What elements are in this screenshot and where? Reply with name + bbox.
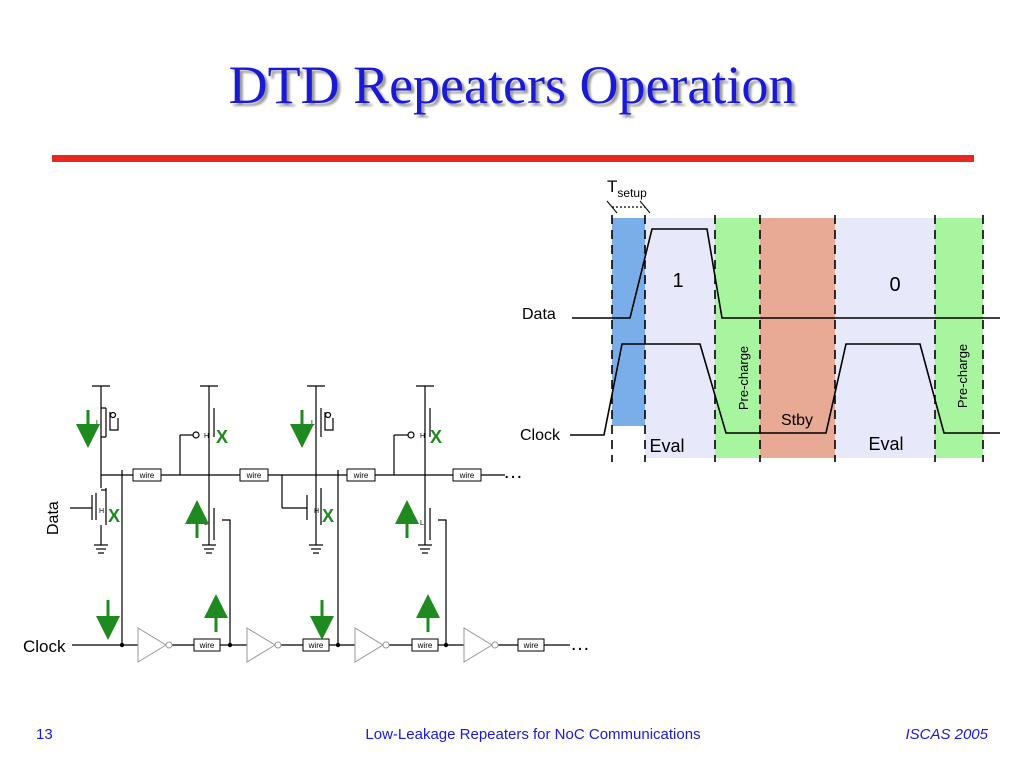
stby-label: Stby bbox=[781, 412, 813, 429]
value-zero-label: 0 bbox=[889, 274, 900, 296]
title-underline bbox=[52, 155, 974, 162]
value-one-label: 1 bbox=[672, 270, 683, 292]
footer-title: Low-Leakage Repeaters for NoC Communicat… bbox=[365, 726, 701, 743]
circuit-clock-label: Clock bbox=[23, 637, 66, 656]
transition-arrows bbox=[76, 410, 440, 640]
data-waveform bbox=[572, 228, 1000, 319]
stage-2 bbox=[179, 385, 231, 645]
data-wire-2: wire bbox=[246, 471, 262, 480]
stage-4-pmos-size: H bbox=[420, 433, 425, 440]
precharge-band-1 bbox=[715, 218, 760, 458]
clock-wire-boxes bbox=[193, 638, 545, 652]
clock-wire-3: wire bbox=[417, 641, 433, 650]
clock-wire-2: wire bbox=[308, 641, 324, 650]
x-mark-3: X bbox=[108, 506, 120, 526]
data-wire-3: wire bbox=[353, 471, 369, 480]
clock-waveform bbox=[570, 343, 1000, 436]
eval-label-1: Eval bbox=[649, 436, 684, 456]
precharge-label-1: Pre-charge bbox=[736, 346, 751, 410]
data-wire-1: wire bbox=[139, 471, 155, 480]
stage-3 bbox=[281, 385, 339, 645]
stage-1-pmos-size: L bbox=[96, 420, 100, 427]
stage-1 bbox=[70, 385, 123, 645]
clock-inverters bbox=[137, 627, 499, 663]
stage-1-nmos-size: H bbox=[99, 508, 104, 515]
eval-label-2: Eval bbox=[868, 434, 903, 454]
precharge-band-2 bbox=[935, 218, 983, 458]
timing-data-label: Data bbox=[522, 306, 556, 323]
stage-3-pmos-size: L bbox=[311, 420, 315, 427]
x-mark-4: X bbox=[322, 506, 334, 526]
setup-band bbox=[612, 218, 645, 426]
repeater-circuit: L H H L bbox=[23, 385, 590, 663]
data-ellipsis: … bbox=[503, 461, 523, 483]
timing-clock-label: Clock bbox=[520, 427, 561, 444]
clock-wire-4: wire bbox=[523, 641, 539, 650]
stage-4 bbox=[393, 385, 447, 645]
stage-3-nmos-size: H bbox=[314, 508, 319, 515]
clock-ellipsis: … bbox=[570, 633, 590, 655]
clock-junctions bbox=[119, 642, 449, 648]
eval-band-1 bbox=[645, 218, 715, 458]
eval-band-2 bbox=[835, 218, 935, 458]
stage-2-pmos-size: H bbox=[204, 433, 209, 440]
precharge-label-2: Pre-charge bbox=[955, 344, 970, 408]
tsetup-main: T bbox=[607, 177, 617, 196]
clock-wire-1: wire bbox=[199, 641, 215, 650]
footer-venue: ISCAS 2005 bbox=[905, 726, 988, 743]
data-wire-boxes bbox=[132, 468, 482, 482]
circuit-data-label: Data bbox=[45, 501, 62, 535]
phase-boundaries bbox=[611, 215, 984, 462]
page-number: 13 bbox=[36, 726, 53, 743]
tsetup-sub: setup bbox=[617, 186, 647, 200]
data-wire-4: wire bbox=[459, 471, 475, 480]
stage-2-nmos-size: L bbox=[204, 520, 208, 527]
tsetup-label: Tsetup bbox=[607, 177, 647, 200]
slide-title: DTD Repeaters Operation bbox=[228, 55, 796, 115]
x-mark-2: X bbox=[430, 427, 442, 447]
timing-diagram: Tsetup Data Clock 1 0 Eval Eval Stby Pre… bbox=[520, 177, 1000, 462]
x-mark-1: X bbox=[216, 427, 228, 447]
stby-band bbox=[760, 218, 835, 458]
stage-4-nmos-size: L bbox=[420, 520, 424, 527]
disabled-marks: X X X X bbox=[108, 427, 442, 526]
